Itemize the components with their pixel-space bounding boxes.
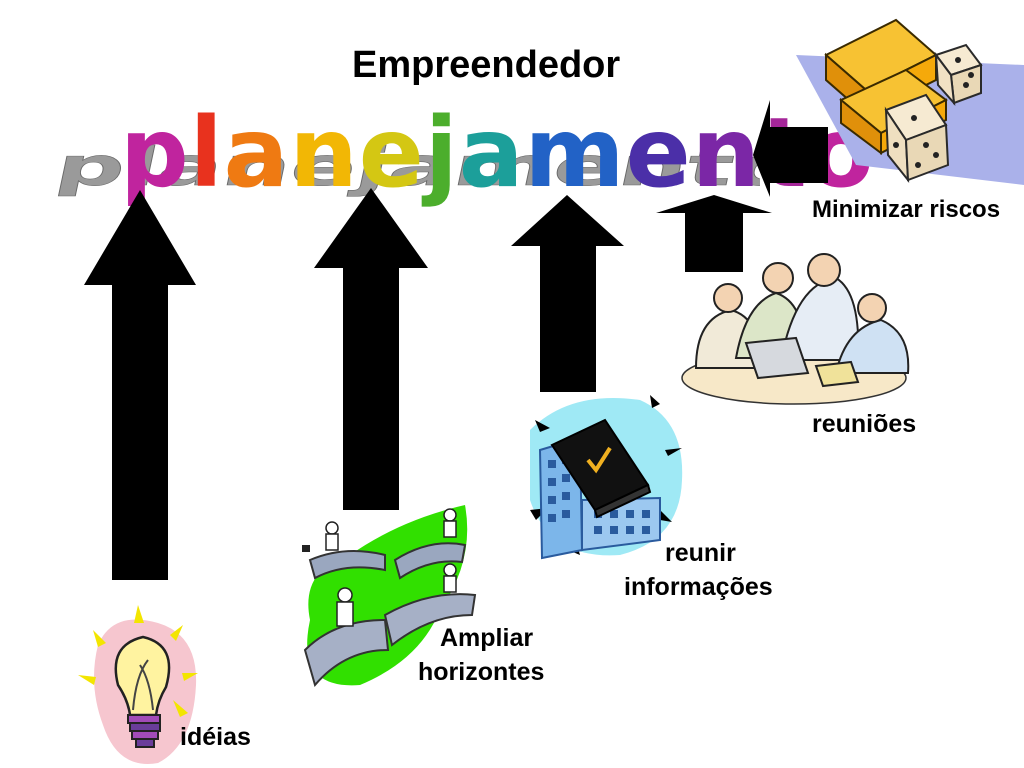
word-shadow: planejamento <box>50 137 760 199</box>
label-reunir: reunir <box>665 539 736 567</box>
word-letter: a <box>458 97 525 209</box>
label-reunioes: reuniões <box>812 410 917 438</box>
word-letter: n <box>691 97 762 209</box>
word-letter: a <box>223 97 290 209</box>
word-letter: n <box>289 97 359 209</box>
word-letter: p <box>120 97 190 209</box>
arrow-horizontes <box>314 188 428 510</box>
word-letter: l <box>189 97 224 209</box>
arrow-informacoes <box>511 195 624 392</box>
bridges-walkers-icon <box>302 505 477 688</box>
label-horizontes: horizontes <box>418 658 545 686</box>
lightbulb-icon <box>78 605 198 764</box>
word-shadow-text: planejamento <box>50 137 760 198</box>
word-letter: e <box>358 97 425 209</box>
label-informacoes: informações <box>624 573 773 601</box>
word-letter: m <box>524 97 626 209</box>
main-word-group: planejamento planejamento <box>40 95 874 215</box>
building-notebook-icon <box>530 395 683 560</box>
label-ideias: idéias <box>180 723 251 751</box>
label-ampliar: Ampliar <box>440 624 534 652</box>
team-meeting-icon <box>681 253 910 405</box>
arrow-minimizar <box>753 100 828 197</box>
word-letter: j <box>424 97 459 209</box>
arrow-ideias <box>84 190 196 580</box>
dice-gold-icon <box>796 18 1024 185</box>
arrow-reunioes <box>656 195 772 272</box>
diagram-title: Empreendedor <box>352 44 621 86</box>
main-word: planejamento <box>120 103 875 203</box>
word-letter: e <box>625 97 692 209</box>
label-minimizar-riscos: Minimizar riscos <box>812 196 1001 223</box>
